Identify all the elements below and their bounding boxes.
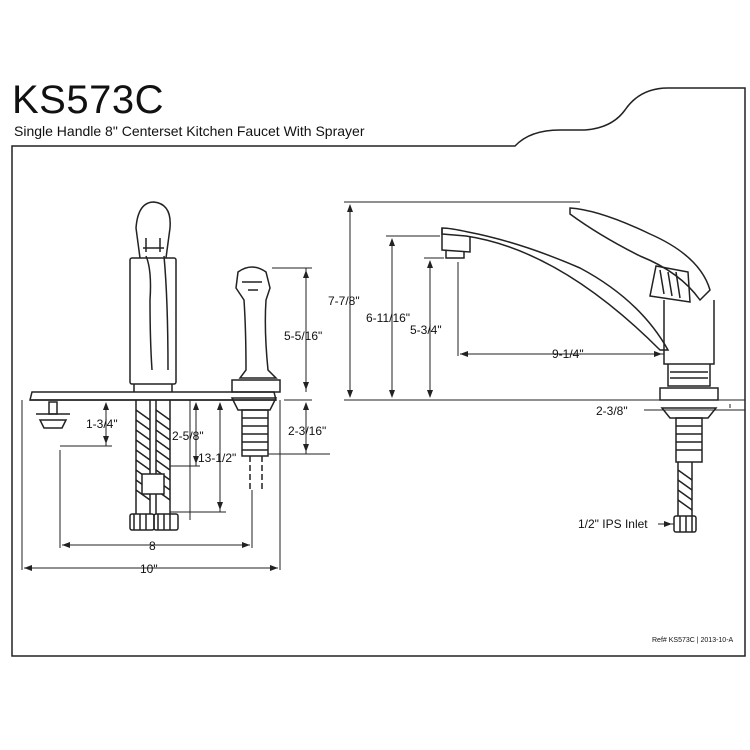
mount-bolt	[36, 413, 70, 429]
deck-plate	[29, 391, 277, 401]
sprayer-head	[235, 266, 278, 379]
handle-lever-side	[569, 207, 711, 302]
handle-lever	[135, 201, 171, 259]
reference-code: Ref# KS573C | 2013-10-A	[652, 637, 734, 644]
model-number: KS573C	[12, 78, 164, 122]
dim-hose-length: 13-1/2"	[198, 451, 236, 465]
product-subtitle: Single Handle 8" Centerset Kitchen Fauce…	[14, 123, 365, 139]
dim-hose-depth: 2-5/8"	[172, 429, 204, 443]
dim-spout-height: 6-11/16"	[366, 311, 410, 325]
dim-sprayer-height: 5-5/16"	[284, 329, 322, 343]
dimension-labels: 5-5/16" 2-3/16" 1-3/4" 2-5/8" 13-1/2" 8 …	[86, 294, 648, 576]
side-view	[344, 201, 745, 533]
front-view	[21, 201, 330, 571]
dim-overall-width: 10"	[140, 562, 158, 576]
spout	[441, 227, 670, 351]
dim-spout-reach: 9-1/4"	[552, 347, 584, 361]
dim-deck-thickness: 2-3/8"	[596, 404, 628, 418]
drawing-frame	[11, 87, 746, 657]
dim-bolt-height: 1-3/4"	[86, 417, 118, 431]
dim-inlet: 1/2" IPS Inlet	[578, 517, 648, 531]
dim-aerator-height: 5-3/4"	[410, 323, 442, 337]
faucet-body	[129, 257, 177, 385]
dim-centers: 8	[149, 539, 156, 553]
dim-overall-height: 7-7/8"	[328, 294, 360, 308]
faucet-body-side	[663, 300, 715, 365]
dim-sprayer-shank: 2-3/16"	[288, 424, 326, 438]
supply-hoses	[129, 400, 179, 531]
